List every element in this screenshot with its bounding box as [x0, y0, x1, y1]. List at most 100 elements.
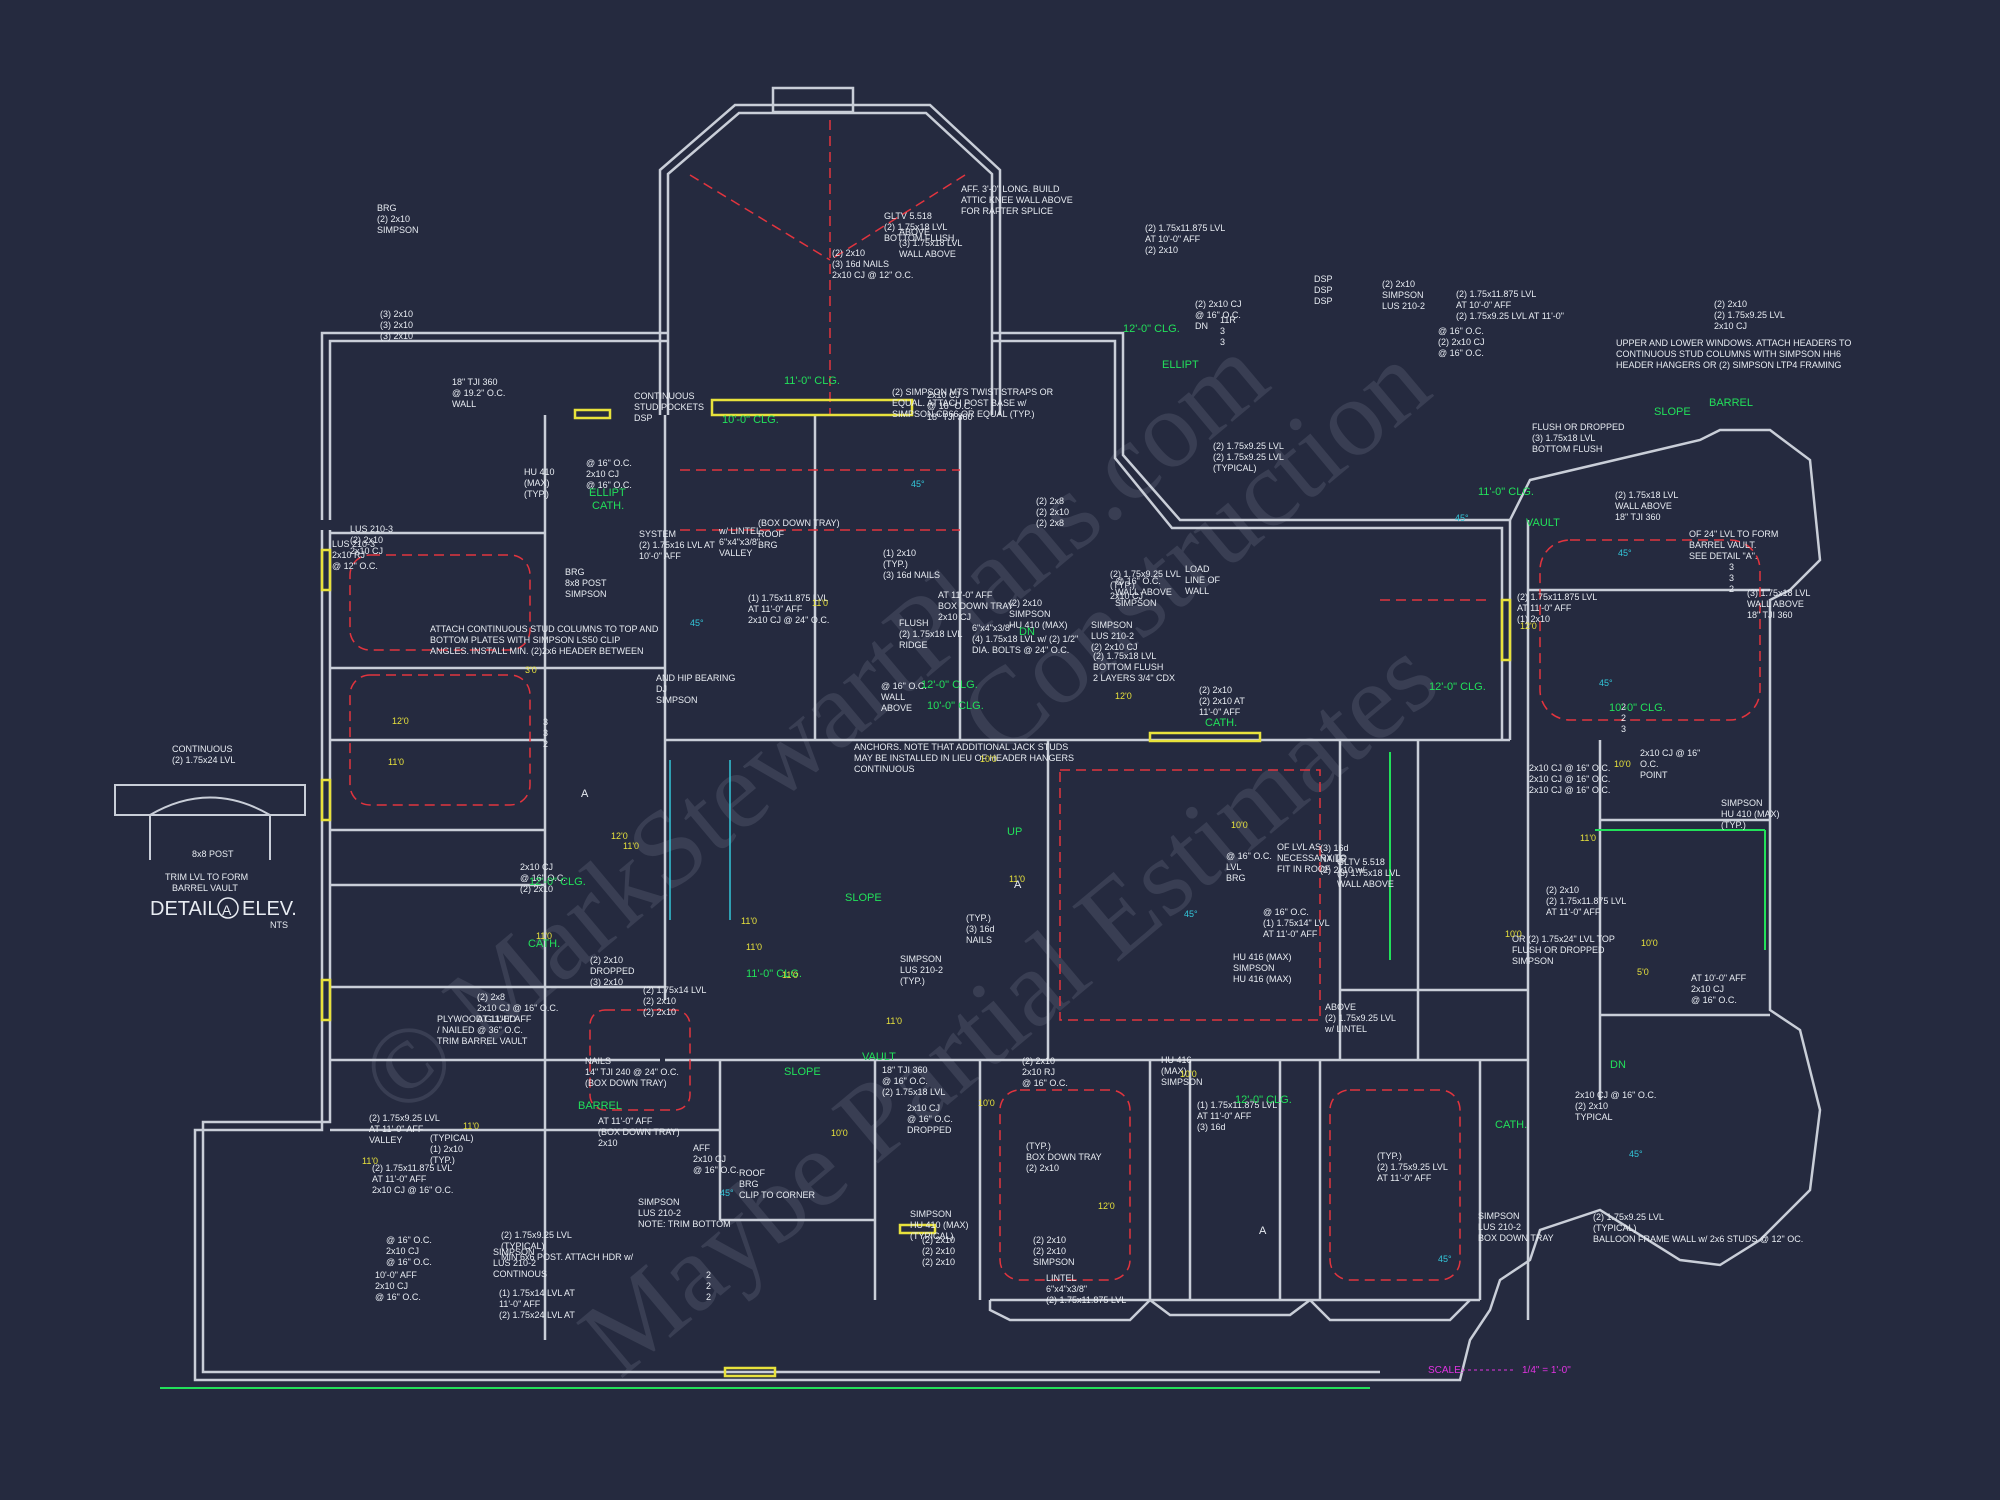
labels-white-275: 3: [1621, 724, 1626, 734]
labels-white-187: (2) 1.75x16 LVL AT: [639, 540, 715, 550]
labels-white-225: (TYP.): [966, 913, 991, 923]
labels-white-277: 3: [1729, 573, 1734, 583]
labels-white-262: @ 16" O.C.: [1195, 310, 1241, 320]
detail-title: DETAIL: [150, 898, 219, 920]
labels-white-57: (2) 1.75x18 LVL: [1615, 490, 1678, 500]
labels-white-231: (2) 2x10: [1033, 1235, 1066, 1245]
labels-white-105: SIMPSON: [1091, 620, 1133, 630]
labels-white-296: 2x10 CJ @ 24" O.C.: [748, 615, 829, 625]
labels-yellow-18: 11'0: [812, 598, 828, 608]
labels-white-108: @ 16" O.C.: [386, 1235, 432, 1245]
labels-white-53: 18" TJI 360: [1747, 610, 1793, 620]
labels-white-102: OF 24" LVL TO FORM: [1689, 529, 1778, 539]
labels-white-172: BOX DOWN TRAY: [938, 601, 1014, 611]
labels-white-33: AT 11'-0" AFF: [598, 1116, 653, 1126]
labels-white-94: 8x8 POST: [565, 578, 607, 588]
labels-white-203: (3) 16d NAILS: [883, 570, 940, 580]
labels-white-136: 11'-0" AFF: [499, 1299, 541, 1309]
labels-white-186: SYSTEM: [639, 529, 676, 539]
labels-green-2: 10'-0" CLG.: [927, 700, 984, 712]
labels-white-205: BOX DOWN TRAY: [1026, 1152, 1102, 1162]
labels-yellow-14: 11'0: [623, 841, 639, 851]
labels-white-297: 2x10 CJ @ 16" O.C.: [1529, 763, 1610, 773]
labels-white-145: AT 10'-0" AFF: [1456, 300, 1512, 310]
labels-white-63: 18" TJI 360: [882, 1065, 928, 1075]
labels-white-62: ABOVE: [881, 703, 912, 713]
labels-white-47: WALL: [452, 399, 476, 409]
labels-white-9: ANCHORS. NOTE THAT ADDITIONAL JACK STUDS: [854, 742, 1068, 752]
labels-white-144: (2) 1.75x11.875 LVL: [1456, 289, 1536, 299]
labels-white-217: (2) 1.75x11.875 LVL: [1546, 896, 1626, 906]
labels-white-191: VALLEY: [369, 1135, 402, 1145]
labels-green-23: DN: [1019, 626, 1035, 638]
labels-white-85: NAILS: [1320, 854, 1346, 864]
labels-white-28: ROOF: [758, 529, 785, 539]
labels-white-158: @ 16" O.C.: [586, 480, 632, 490]
labels-white-142: 2x10 RJ: [1022, 1067, 1055, 1077]
labels-white-59: 18" TJI 360: [1615, 512, 1661, 522]
labels-white-72: DSP: [1314, 274, 1333, 284]
labels-white-74: DSP: [1314, 296, 1333, 306]
labels-white-242: POINT: [1640, 770, 1668, 780]
labels-yellow-0: 11'0: [886, 1016, 902, 1026]
labels-green-1: 10'-0" CLG.: [1609, 702, 1666, 714]
labels-white-37: @ 16" O.C.: [927, 401, 973, 411]
labels-white-110: @ 16" O.C.: [386, 1257, 432, 1267]
labels-white-3: ATTACH CONTINUOUS STUD COLUMNS TO TOP AN…: [430, 624, 659, 634]
labels-white-254: SIMPSON: [1512, 956, 1554, 966]
labels-white-91: 6"x4"x3/8": [719, 537, 760, 547]
labels-white-103: BARREL VAULT.: [1689, 540, 1756, 550]
labels-white-156: @ 16" O.C.: [586, 458, 632, 468]
labels-white-287: @ 16" O.C.: [693, 1165, 739, 1175]
labels-white-64: @ 16" O.C.: [882, 1076, 928, 1086]
labels-white-196: (MAX): [524, 478, 550, 488]
markers-1: A: [1259, 1225, 1267, 1237]
labels-white-54: @ 16" O.C.: [1226, 851, 1272, 861]
markers-2: A: [581, 788, 589, 800]
labels-green-22: 12'-0" CLG.: [1429, 681, 1486, 693]
detail-note-0: CONTINUOUS: [172, 744, 233, 754]
labels-white-36: 2x10 CJ: [927, 390, 960, 400]
labels-white-212: (TYP.): [430, 1155, 455, 1165]
labels-white-143: @ 16" O.C.: [1022, 1078, 1068, 1088]
labels-white-24: (2) 2x8: [477, 992, 505, 1002]
labels-white-195: HU 410: [524, 467, 555, 477]
labels-white-164: CONTINOUS: [493, 1269, 547, 1279]
wall-outlines: [193, 86, 1822, 1382]
labels-green-3: CATH.: [1495, 1119, 1527, 1131]
labels-yellow-4: 11'0: [536, 931, 552, 941]
labels-white-60: @ 16" O.C.: [881, 681, 927, 691]
labels-white-209: HU 410 (MAX): [1009, 620, 1068, 630]
labels-white-131: (3) 16d: [1197, 1122, 1226, 1132]
labels-white-261: (2) 2x10 CJ: [1195, 299, 1242, 309]
detail-note-2: 8x8 POST: [192, 849, 234, 859]
labels-white-30: (2) 1.75x11.875 LVL: [372, 1163, 452, 1173]
labels-white-71: DSP: [634, 413, 653, 423]
labels-white-48: ABOVE: [899, 227, 930, 237]
labels-white-301: (3) 2x10: [380, 320, 413, 330]
labels-white-248: w/ LINTEL: [1324, 1024, 1367, 1034]
labels-white-16: (TYPICAL): [501, 1241, 545, 1251]
labels-white-32: 2x10 CJ @ 16" O.C.: [372, 1185, 453, 1195]
labels-white-294: (1) 1.75x11.875 LVL: [748, 593, 828, 603]
labels-white-290: 2x10 CJ: [1110, 591, 1143, 601]
labels-white-175: 2x10 CJ: [1691, 984, 1724, 994]
labels-white-162: SIMPSON: [493, 1247, 535, 1257]
labels-white-221: (TYPICAL): [910, 1231, 954, 1241]
labels-yellow-25: 12'0: [1115, 691, 1132, 701]
labels-white-26: AT 11'-0" AFF: [477, 1014, 532, 1024]
labels-white-295: AT 11'-0" AFF: [748, 604, 803, 614]
scale-label: SCALE:: [1428, 1365, 1464, 1376]
labels-white-180: ROOF: [739, 1168, 766, 1178]
window-door-symbols: [320, 398, 1512, 1378]
labels-white-224: (1) 2x10: [1517, 614, 1550, 624]
labels-cyan-2: 45°: [1438, 1254, 1452, 1264]
labels-white-124: (2) 1.75x9.25 LVL: [1714, 310, 1785, 320]
labels-white-232: (2) 2x10: [1033, 1246, 1066, 1256]
labels-white-167: (2) 2x10: [1145, 245, 1178, 255]
labels-white-293: @ 16" O.C.: [1438, 348, 1484, 358]
labels-yellow-21: 10'0: [831, 1128, 848, 1138]
labels-white-122: BOTTOM FLUSH: [1532, 444, 1602, 454]
labels-white-2: BALLOON FRAME WALL w/ 2x6 STUDS @ 12" OC…: [1593, 1234, 1803, 1244]
